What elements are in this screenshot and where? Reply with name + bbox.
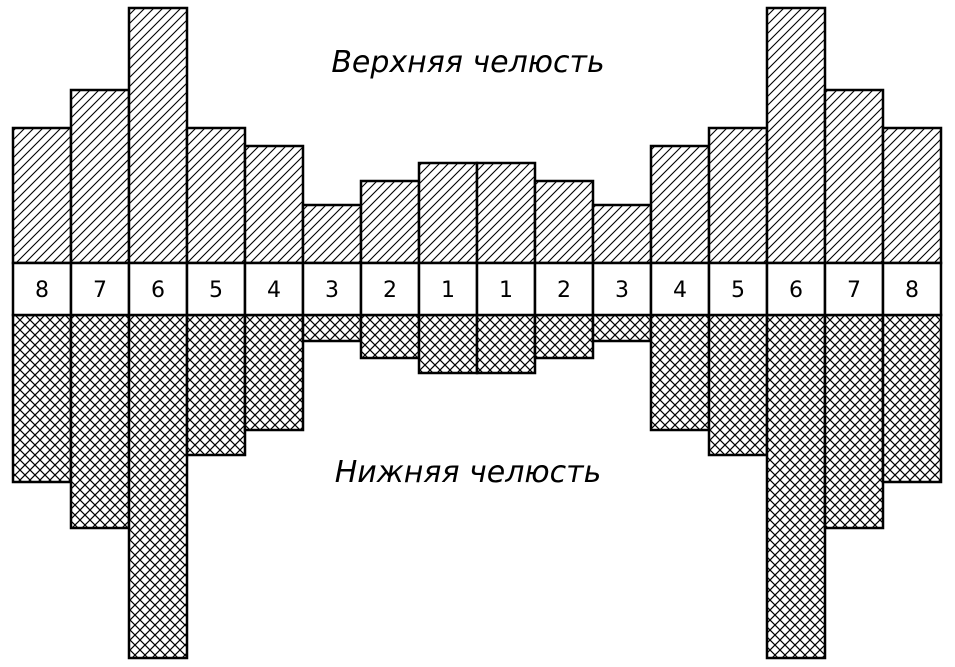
tooth-label-16: 8 bbox=[905, 278, 919, 303]
tooth-cell-8 bbox=[417, 261, 479, 317]
upper-jaw-bars bbox=[11, 6, 943, 265]
upper-bar-15 bbox=[823, 88, 885, 265]
tooth-label-3: 6 bbox=[151, 278, 165, 303]
lower-bar-9 bbox=[475, 313, 537, 375]
tooth-label-5: 4 bbox=[267, 278, 281, 303]
upper-bar-4 bbox=[185, 126, 247, 265]
tooth-number-strip: 8 7 6 5 4 3 2 1 1 2 3 4 5 6 7 8 bbox=[11, 261, 943, 317]
upper-bar-1 bbox=[11, 126, 73, 265]
upper-bar-9 bbox=[475, 161, 537, 265]
tooth-label-7: 2 bbox=[383, 278, 397, 303]
upper-bar-3 bbox=[127, 6, 189, 265]
tooth-cell-3 bbox=[127, 261, 189, 317]
tooth-cell-9 bbox=[475, 261, 537, 317]
upper-jaw-title: Верхняя челюсть bbox=[331, 45, 604, 80]
tooth-cell-14 bbox=[765, 261, 827, 317]
upper-bar-11 bbox=[591, 203, 653, 265]
lower-bar-14 bbox=[765, 313, 827, 660]
lower-bar-4 bbox=[185, 313, 247, 457]
upper-bar-12 bbox=[649, 144, 711, 265]
upper-bar-5 bbox=[243, 144, 305, 265]
lower-bar-3 bbox=[127, 313, 189, 660]
tooth-label-14: 6 bbox=[789, 278, 803, 303]
lower-bar-16 bbox=[881, 313, 943, 484]
lower-bar-15 bbox=[823, 313, 885, 530]
lower-bar-10 bbox=[533, 313, 595, 360]
lower-bar-6 bbox=[301, 313, 363, 343]
tooth-cell-4 bbox=[185, 261, 247, 317]
upper-bar-2 bbox=[69, 88, 131, 265]
lower-bar-1 bbox=[11, 313, 73, 484]
tooth-cell-5 bbox=[243, 261, 305, 317]
upper-bar-6 bbox=[301, 203, 363, 265]
tooth-cell-6 bbox=[301, 261, 363, 317]
tooth-label-6: 3 bbox=[325, 278, 339, 303]
lower-bar-13 bbox=[707, 313, 769, 457]
lower-jaw-bars bbox=[11, 313, 943, 660]
tooth-cell-16 bbox=[881, 261, 943, 317]
tooth-label-4: 5 bbox=[209, 278, 223, 303]
tooth-label-11: 3 bbox=[615, 278, 629, 303]
tooth-label-10: 2 bbox=[557, 278, 571, 303]
upper-bar-14 bbox=[765, 6, 827, 265]
lower-jaw-title: Нижняя челюсть bbox=[335, 455, 602, 490]
lower-bar-8 bbox=[417, 313, 479, 375]
tooth-cell-2 bbox=[69, 261, 131, 317]
tooth-label-9: 1 bbox=[499, 278, 513, 303]
tooth-label-12: 4 bbox=[673, 278, 687, 303]
tooth-label-1: 8 bbox=[35, 278, 49, 303]
tooth-label-8: 1 bbox=[441, 278, 455, 303]
lower-bar-12 bbox=[649, 313, 711, 432]
upper-bar-16 bbox=[881, 126, 943, 265]
upper-bar-13 bbox=[707, 126, 769, 265]
upper-bar-8 bbox=[417, 161, 479, 265]
tooth-label-2: 7 bbox=[93, 278, 107, 303]
tooth-cell-15 bbox=[823, 261, 885, 317]
upper-bar-7 bbox=[359, 179, 421, 265]
tooth-label-13: 5 bbox=[731, 278, 745, 303]
lower-bar-5 bbox=[243, 313, 305, 432]
tooth-cell-10 bbox=[533, 261, 595, 317]
lower-bar-2 bbox=[69, 313, 131, 530]
tooth-cell-13 bbox=[707, 261, 769, 317]
upper-bar-10 bbox=[533, 179, 595, 265]
lower-bar-7 bbox=[359, 313, 421, 360]
lower-bar-11 bbox=[591, 313, 653, 343]
tooth-label-15: 7 bbox=[847, 278, 861, 303]
